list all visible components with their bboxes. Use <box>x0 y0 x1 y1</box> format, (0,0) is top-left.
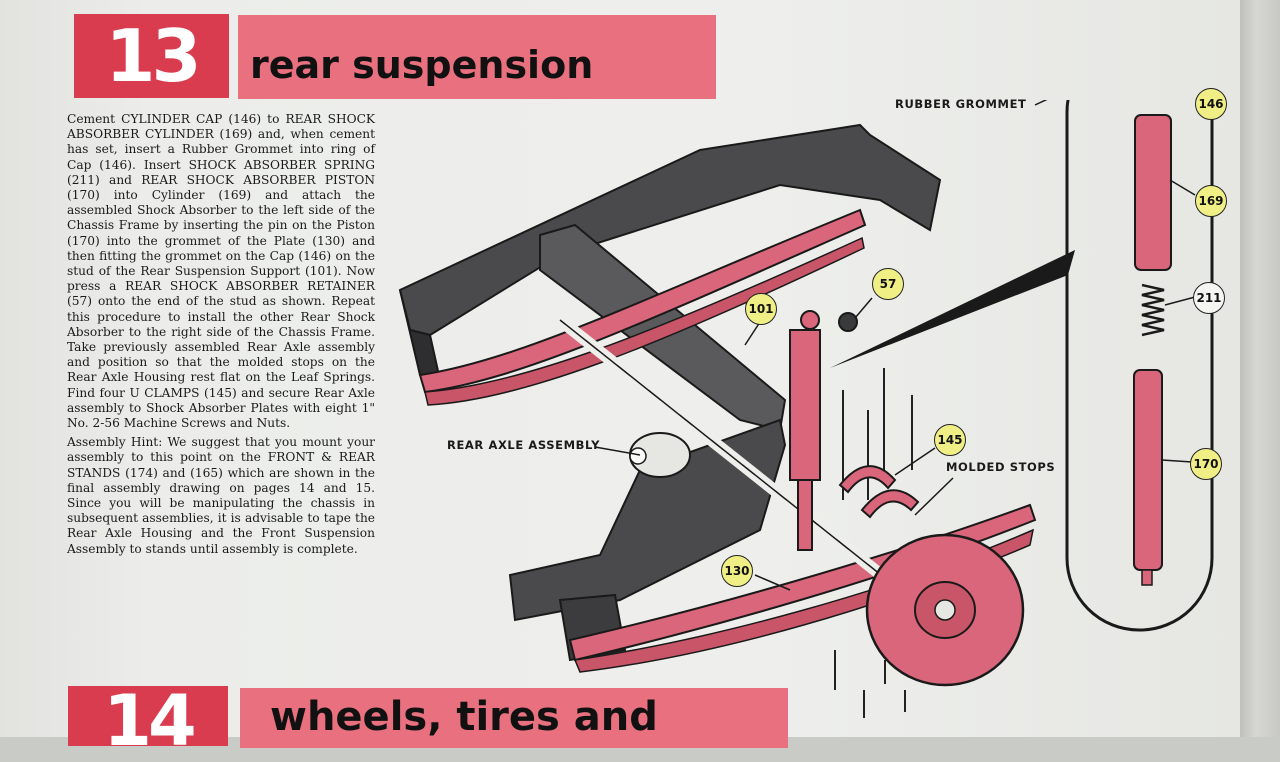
detail-pointer <box>830 250 1075 368</box>
callout-part-169: 169 <box>1195 185 1227 217</box>
callout-part-101: 101 <box>745 293 777 325</box>
u-clamps <box>838 465 920 519</box>
rear-axle-assembly-label: REAR AXLE ASSEMBLY <box>447 438 601 452</box>
step-13-number: 13 <box>74 14 229 98</box>
rear-axle-housing <box>556 315 904 595</box>
leaf-spring-upper <box>418 208 867 406</box>
step-14-number: 14 <box>68 686 228 756</box>
callout-part-145: 145 <box>934 424 966 456</box>
page-edge <box>1240 0 1280 737</box>
callout-part-130: 130 <box>721 555 753 587</box>
leader-lines <box>594 100 1048 591</box>
step-13-instructions: Cement CYLINDER CAP (146) to REAR SHOCK … <box>67 112 375 431</box>
rubber-grommet-label: RUBBER GROMMET <box>895 97 1027 111</box>
detail-leader-lines <box>1161 179 1196 463</box>
step-14-title: wheels, tires and <box>240 688 788 748</box>
shock-retainer <box>838 312 858 332</box>
step-13-title: rear suspension <box>238 15 716 99</box>
molded-stops-label: MOLDED STOPS <box>946 460 1056 474</box>
exploded-shock-absorber <box>1133 114 1172 586</box>
step-13-instructions-block: Cement CYLINDER CAP (146) to REAR SHOCK … <box>67 112 375 561</box>
callout-part-211: 211 <box>1193 282 1225 314</box>
installed-shock-absorber <box>789 310 821 551</box>
rear-suspension-diagram <box>398 100 1214 718</box>
callout-part-170: 170 <box>1190 448 1222 480</box>
callout-part-146: 146 <box>1195 88 1227 120</box>
callout-part-57: 57 <box>872 268 904 300</box>
detail-capsule-outline <box>1065 100 1214 632</box>
assembly-hint: Assembly Hint: We suggest that you mount… <box>67 435 375 556</box>
brake-drum <box>865 533 1025 687</box>
